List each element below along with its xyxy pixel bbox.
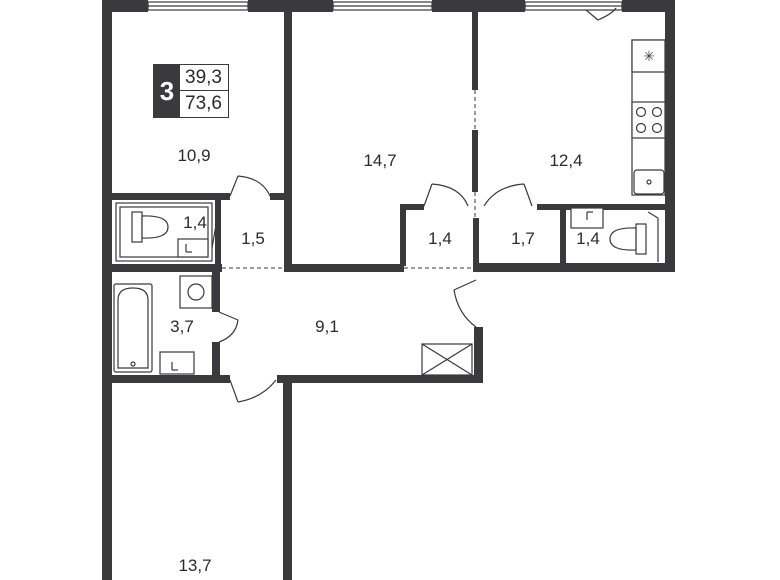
door-swing-icon [229,175,271,197]
door-swing-icon [423,183,469,207]
room-area-bathroom-right: 1,4 [576,229,600,248]
bathroom-right-fixtures [570,207,647,255]
sink-icon [570,207,604,229]
doors [211,175,659,403]
room-area-kitchen: 12,4 [549,151,582,170]
toilet-icon [131,211,169,243]
door-swing-icon [585,7,617,21]
room-area-bedroom-bottom: 13,7 [178,556,211,575]
door-swing-icon [647,211,659,262]
window-icon [332,1,433,11]
bathroom-main-fixtures [113,275,213,375]
sink-icon [177,238,209,258]
kitchen-fixtures: ✳ [631,39,666,196]
outer-walls [102,0,675,580]
apartment-summary-badge: 3 39,3 73,6 [153,64,229,118]
window-icon [524,1,623,11]
window-icon [147,1,249,11]
area-values: 39,3 73,6 [180,65,228,117]
room-area-bathroom-left: 1,4 [183,213,207,232]
interior-walls [110,10,667,383]
bathroom-left-fixtures [115,202,213,262]
door-swing-icon [453,279,477,328]
windows [147,1,623,11]
room-labels: 10,9 14,7 12,4 1,4 1,5 1,4 1,7 1,4 3,7 9… [170,146,600,575]
room-area-bedroom-top-left: 10,9 [177,146,210,165]
room-area-center: 14,7 [363,151,396,170]
ventilation-shaft-icon [421,343,473,376]
rooms-count: 3 [154,65,180,117]
total-area-value: 73,6 [185,93,222,114]
stove-icon [631,101,666,139]
room-area-corridor-right: 1,7 [511,229,535,248]
room-area-bathroom-main: 3,7 [170,317,194,336]
room-area-closet-left: 1,5 [241,229,265,248]
door-swing-icon [483,183,533,207]
washing-machine-icon [179,275,213,309]
sink-icon [159,351,195,375]
sink-icon [633,169,665,195]
door-swing-icon [218,311,239,343]
open-passages [222,90,476,269]
door-swing-icon [229,379,277,403]
fridge-icon: ✳ [631,39,666,73]
bathtub-icon [113,283,153,373]
svg-text:✳: ✳ [643,49,655,65]
room-area-hall: 9,1 [315,317,339,336]
room-area-closet-center: 1,4 [428,229,452,248]
toilet-icon [609,223,647,255]
living-area-value: 39,3 [180,65,228,91]
door-swing-icon [211,224,217,249]
